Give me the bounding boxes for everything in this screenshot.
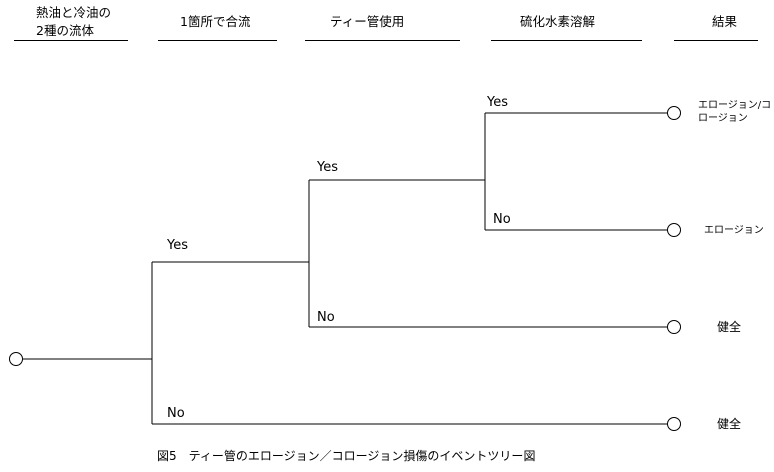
header-underline-merge xyxy=(158,40,277,41)
header-underline-result xyxy=(674,40,758,41)
b1-yes-label: Yes xyxy=(166,238,188,253)
b1-no-label: No xyxy=(167,406,185,421)
header-result: 結果 xyxy=(712,14,738,29)
outcome-1-line2: ロージョン xyxy=(698,113,748,124)
root-node xyxy=(9,352,23,366)
figure-caption: 図5 ティー管のエロージョン／コロージョン損傷のイベントツリー図 xyxy=(157,449,536,463)
end-node-3 xyxy=(667,320,681,334)
end-node-4 xyxy=(667,417,681,431)
outcome-1-line1: エロージョン/コ xyxy=(698,100,771,111)
header-fluids-line2: 2種の流体 xyxy=(36,23,94,38)
end-node-2 xyxy=(667,223,681,237)
header-underline-h2s xyxy=(491,40,642,41)
b3-no-label: No xyxy=(493,212,511,227)
header-fluids-line1: 熱油と冷油の xyxy=(36,5,112,20)
header-underline-tee-pipe xyxy=(305,40,460,41)
header-underline-fluids xyxy=(14,40,128,41)
outcome-2: エロージョン xyxy=(704,225,764,236)
b3-yes-label: Yes xyxy=(486,95,508,110)
header-fluids: 熱油と冷油の 2種の流体 xyxy=(36,4,111,40)
outcome-3: 健全 xyxy=(717,319,741,334)
end-node-1 xyxy=(667,106,681,120)
b2-yes-label: Yes xyxy=(316,160,338,175)
outcome-4: 健全 xyxy=(717,416,741,431)
header-h2s: 硫化水素溶解 xyxy=(520,14,596,29)
header-tee-pipe: ティー管使用 xyxy=(330,14,405,29)
header-merge: 1箇所で合流 xyxy=(180,14,251,29)
b2-no-label: No xyxy=(317,310,335,325)
